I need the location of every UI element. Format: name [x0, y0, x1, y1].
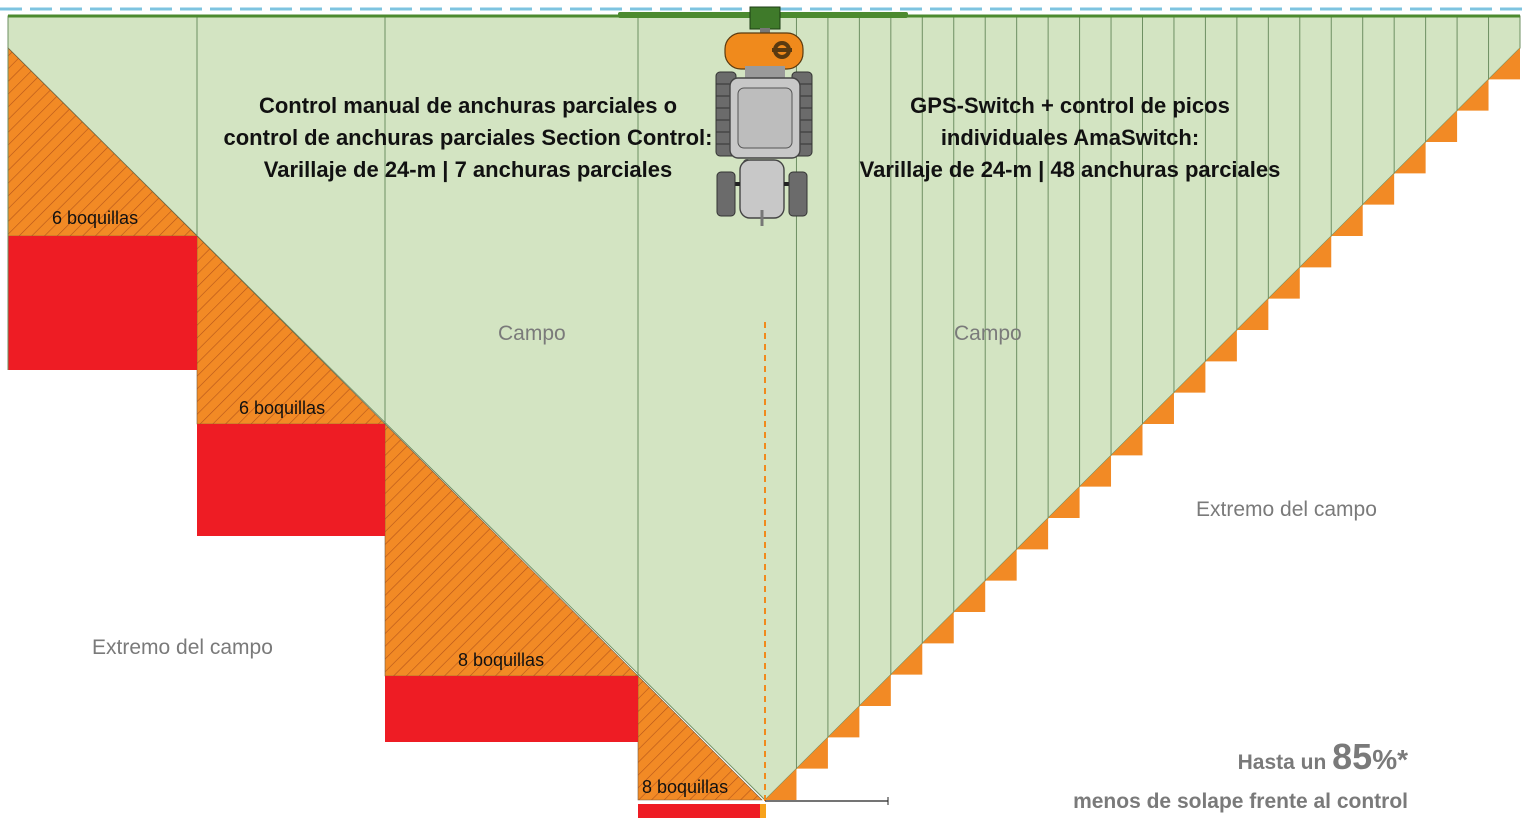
section-step-19 — [1331, 204, 1363, 236]
section-step-10 — [1048, 486, 1080, 518]
nozzle-label-4: 8 boquillas — [642, 777, 729, 797]
section-step-7 — [953, 580, 986, 612]
overlap-block-4 — [638, 804, 765, 818]
section-step-16 — [1236, 298, 1269, 330]
section-step-6 — [922, 612, 954, 644]
left-title: Control manual de anchuras parciales o c… — [208, 90, 728, 186]
field-label-right: Campo — [954, 322, 1022, 345]
section-step-3 — [827, 706, 860, 738]
overlap-block-2 — [197, 424, 385, 536]
right-title-line2: individuales AmaSwitch: — [940, 125, 1200, 150]
section-step-13 — [1142, 392, 1174, 424]
section-step-2 — [796, 737, 828, 769]
sprayer-boom-icon — [8, 6, 1520, 30]
headland-label-right: Extremo del campo — [1196, 498, 1377, 521]
left-title-line3: Varillaje de 24-m | 7 anchuras parciales — [263, 157, 673, 182]
stat-value: 85 — [1332, 736, 1373, 777]
overlap-block-4-edge — [760, 804, 766, 818]
right-title: GPS-Switch + control de picos individual… — [840, 90, 1300, 186]
section-step-22 — [1425, 110, 1458, 142]
tractor-icon — [715, 28, 813, 226]
section-step-18 — [1299, 236, 1332, 268]
nozzle-label-2: 6 boquillas — [239, 398, 326, 418]
left-title-line1: Control manual de anchuras parciales o — [258, 93, 678, 118]
stat-unit: %* — [1372, 744, 1408, 775]
section-step-15 — [1205, 330, 1237, 362]
section-step-11 — [1079, 455, 1112, 487]
section-step-1 — [765, 768, 797, 800]
section-step-24 — [1488, 48, 1520, 80]
stat-prefix: Hasta un — [1237, 751, 1327, 774]
section-step-23 — [1457, 79, 1489, 111]
headland-label-left: Extremo del campo — [92, 636, 273, 659]
nozzle-label-3: 8 boquillas — [458, 650, 545, 670]
overlap-block-1 — [8, 236, 197, 370]
field-label-left: Campo — [498, 322, 566, 345]
overlap-reduction-caption: menos de solape frente al control — [1073, 790, 1408, 813]
right-title-line1: GPS-Switch + control de picos — [910, 93, 1230, 118]
section-step-17 — [1268, 267, 1300, 299]
left-section-lines — [7, 16, 639, 676]
right-section-lines — [765, 16, 1521, 800]
overlap-reduction-stat: Hasta un 85%* — [1238, 736, 1408, 778]
section-step-5 — [890, 643, 923, 675]
section-step-12 — [1111, 424, 1143, 456]
section-step-9 — [1016, 518, 1049, 550]
left-title-line2: control de anchuras parciales Section Co… — [223, 125, 713, 150]
section-step-14 — [1173, 361, 1206, 393]
nozzle-label-1: 6 boquillas — [52, 208, 139, 228]
section-step-21 — [1394, 142, 1426, 174]
right-title-line3: Varillaje de 24-m | 48 anchuras parciale… — [859, 157, 1281, 182]
section-step-4 — [859, 674, 891, 706]
section-step-8 — [985, 549, 1017, 581]
overlap-block-3 — [385, 676, 638, 742]
section-step-20 — [1362, 173, 1395, 205]
